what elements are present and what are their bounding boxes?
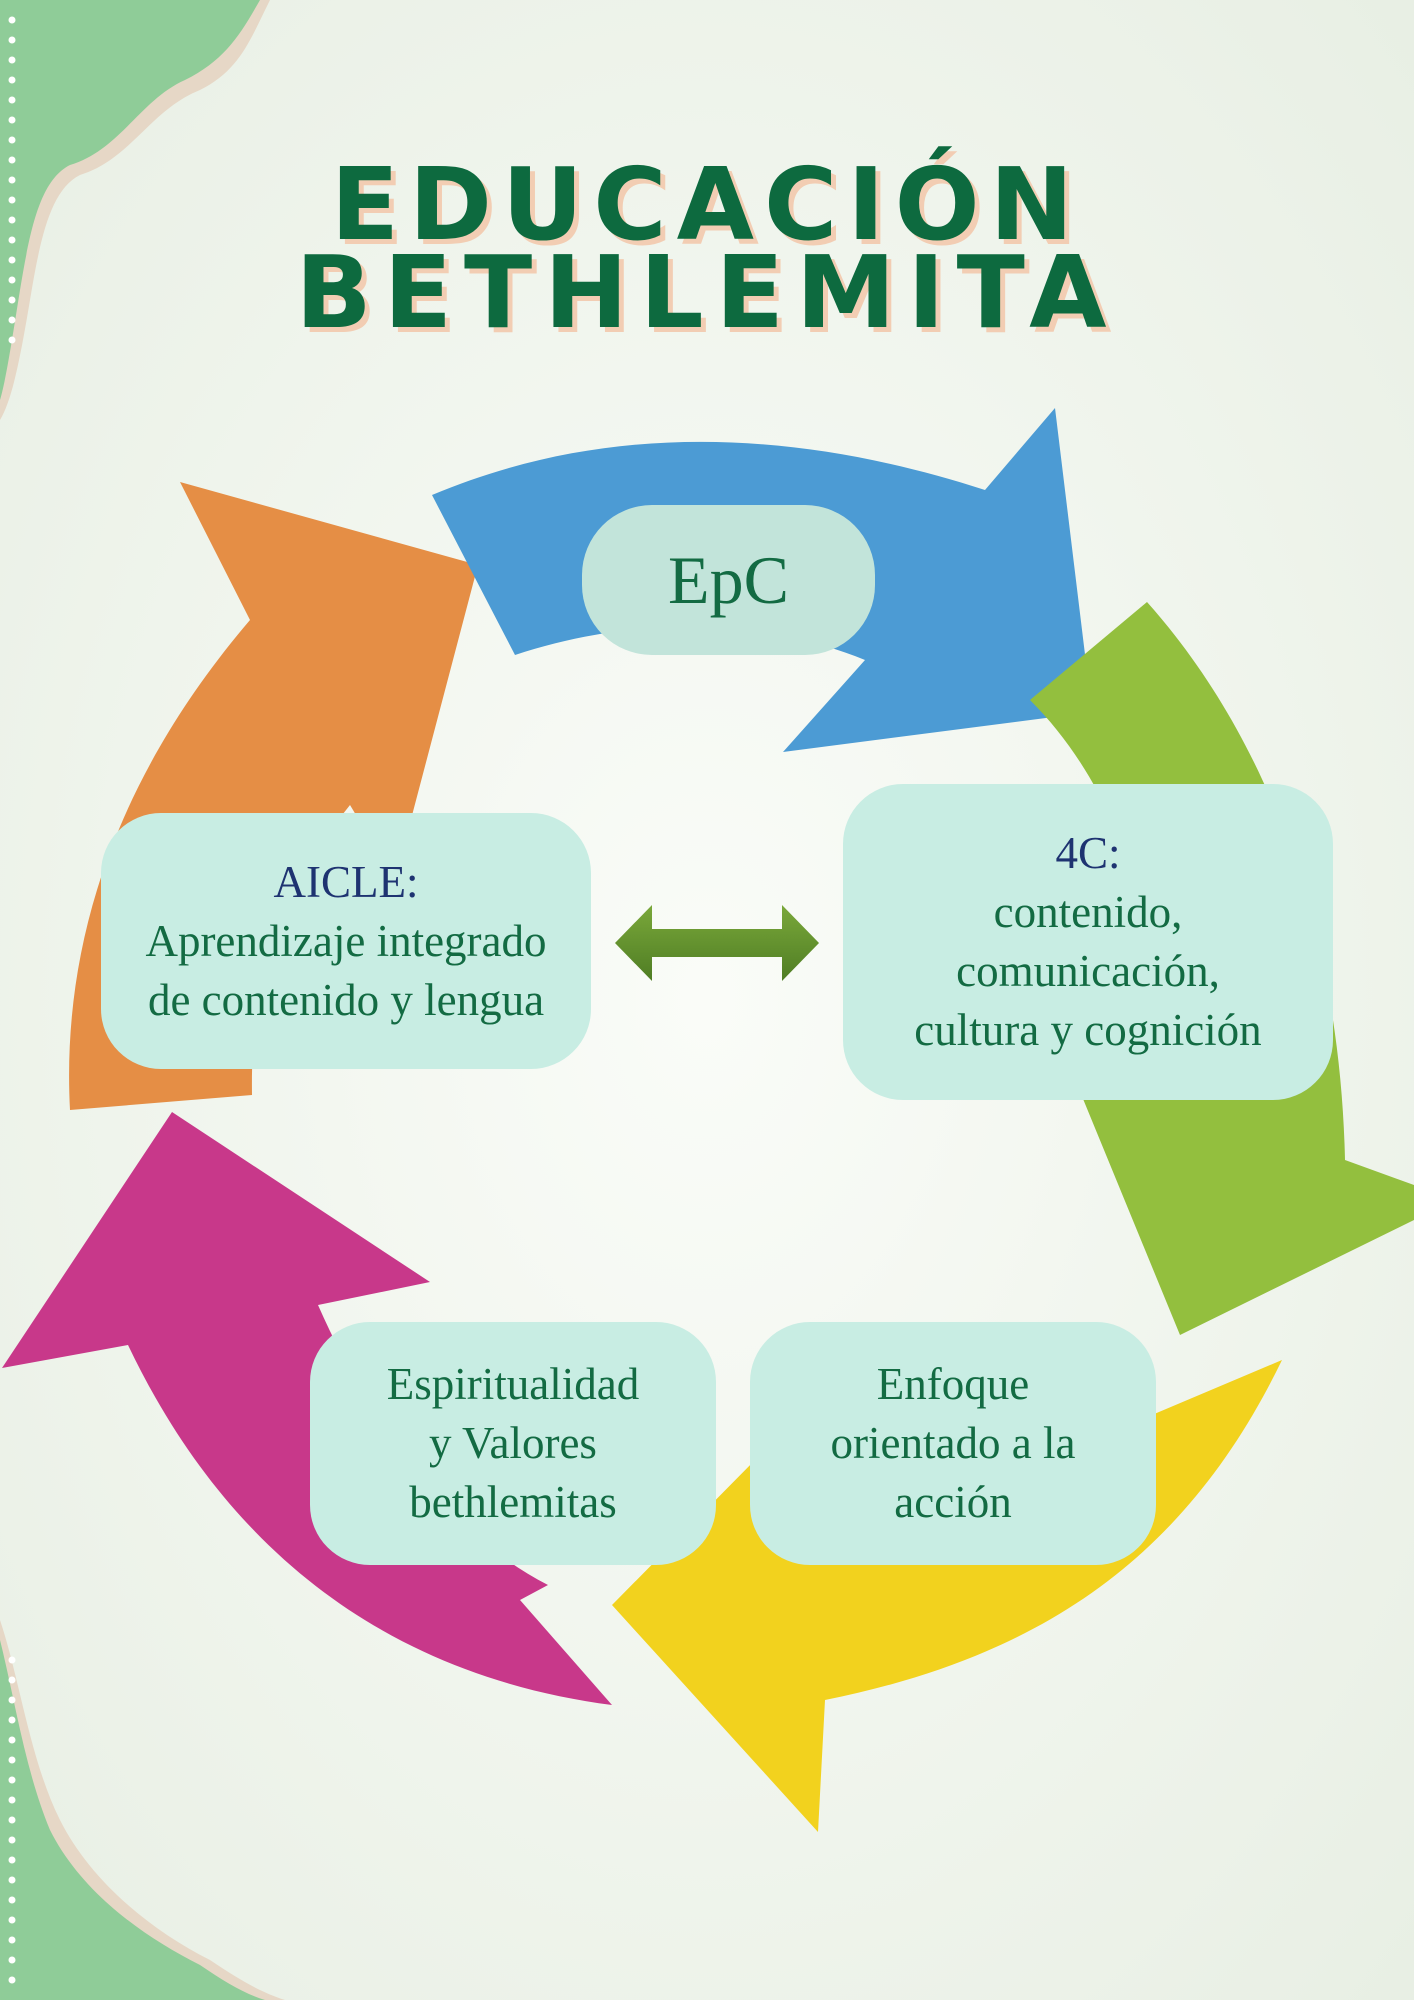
page-title-line-1: EDUCACIÓN xyxy=(330,146,1084,263)
page-title-line-2: BETHLEMITA xyxy=(295,234,1119,351)
node-aicle-line-1: Aprendizaje integrado xyxy=(145,915,547,966)
node-enfoque-line-1: Enfoque xyxy=(876,1359,1030,1409)
green-paint-top-left xyxy=(0,0,260,400)
node-4c-line-2: comunicación, xyxy=(956,946,1220,996)
node-4c-line-1: contenido, xyxy=(993,887,1183,937)
node-aicle: AICLE: Aprendizaje integrado de contenid… xyxy=(101,813,591,1069)
node-enfoque: Enfoque orientado a la acción xyxy=(750,1322,1156,1565)
dotted-edge-bottom xyxy=(8,1656,16,1984)
node-enfoque-line-2: orientado a la xyxy=(830,1418,1076,1468)
node-espiritualidad-line-2: y Valores xyxy=(429,1418,597,1468)
node-4c: 4C: contenido, comunicación, cultura y c… xyxy=(843,784,1333,1100)
node-aicle-line-2: de contenido y lengua xyxy=(147,974,545,1025)
node-aicle-heading: AICLE: xyxy=(273,856,419,907)
node-enfoque-line-3: acción xyxy=(894,1477,1012,1527)
node-4c-heading: 4C: xyxy=(1055,828,1121,878)
node-4c-line-3: cultura y cognición xyxy=(914,1005,1262,1055)
node-espiritualidad-line-1: Espiritualidad xyxy=(386,1359,640,1409)
green-paint-bottom-left xyxy=(0,1640,265,2000)
dotted-edge-top xyxy=(8,16,16,344)
node-espiritualidad: Espiritualidad y Valores bethlemitas xyxy=(310,1322,716,1565)
node-epc: EpC xyxy=(582,505,875,655)
node-espiritualidad-line-3: bethlemitas xyxy=(409,1477,617,1527)
double-arrow-icon xyxy=(615,905,819,981)
node-epc-label: EpC xyxy=(668,541,789,618)
